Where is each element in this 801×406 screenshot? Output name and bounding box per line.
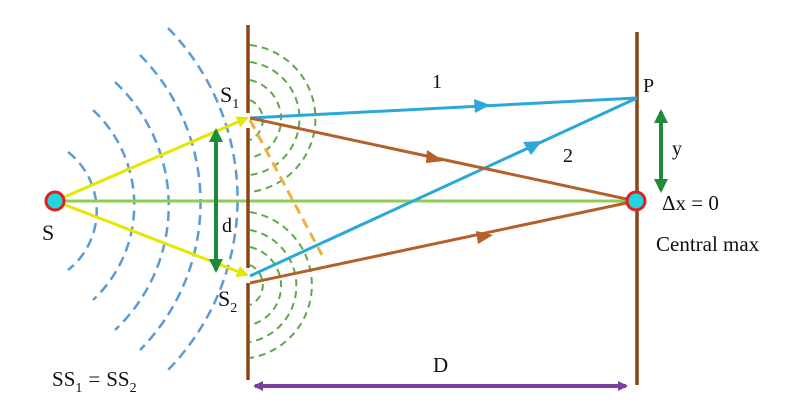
brown-ray-s2-to-center (249, 199, 637, 285)
brown-ray-s1-to-center (249, 116, 637, 203)
source-wavefront-5 (167, 27, 239, 371)
ray-1-arrowhead (474, 99, 490, 113)
fringe-offset-label: y (672, 138, 682, 160)
ray-s-to-s2 (54, 199, 249, 278)
source-wavefronts (67, 27, 239, 371)
slit1-label: S1 (220, 82, 239, 112)
source-wavefront-3 (114, 81, 170, 331)
central-max-point (625, 190, 647, 212)
source-wavefront-1 (67, 151, 98, 271)
path-difference-construction (248, 119, 324, 256)
ray-1-s1-to-p (249, 96, 638, 120)
brown-ray-s2-arrowhead (476, 231, 493, 244)
brown-ray-s1-arrowhead (426, 150, 444, 163)
ray-2-s2-to-p (249, 96, 638, 278)
ray-s-to-s1 (54, 116, 249, 203)
path-difference-label: Δx = 0 (662, 191, 719, 215)
source-wavefront-2 (92, 109, 136, 301)
source-label: S (42, 220, 54, 245)
central-max-label: Central max (656, 232, 760, 256)
slit2-wavefronts (249, 211, 313, 359)
slit-separation-label: d (222, 215, 232, 237)
equal-paths-label: SS1=SS2 (52, 367, 137, 396)
screen-distance-label: D (433, 353, 448, 377)
slit2-label: S2 (218, 286, 237, 316)
source-point (44, 190, 66, 212)
point-p-label: P (643, 75, 654, 97)
ray-2-label: 2 (563, 145, 573, 167)
ray-1-label: 1 (432, 71, 442, 93)
ray-2-arrowhead (523, 141, 542, 155)
